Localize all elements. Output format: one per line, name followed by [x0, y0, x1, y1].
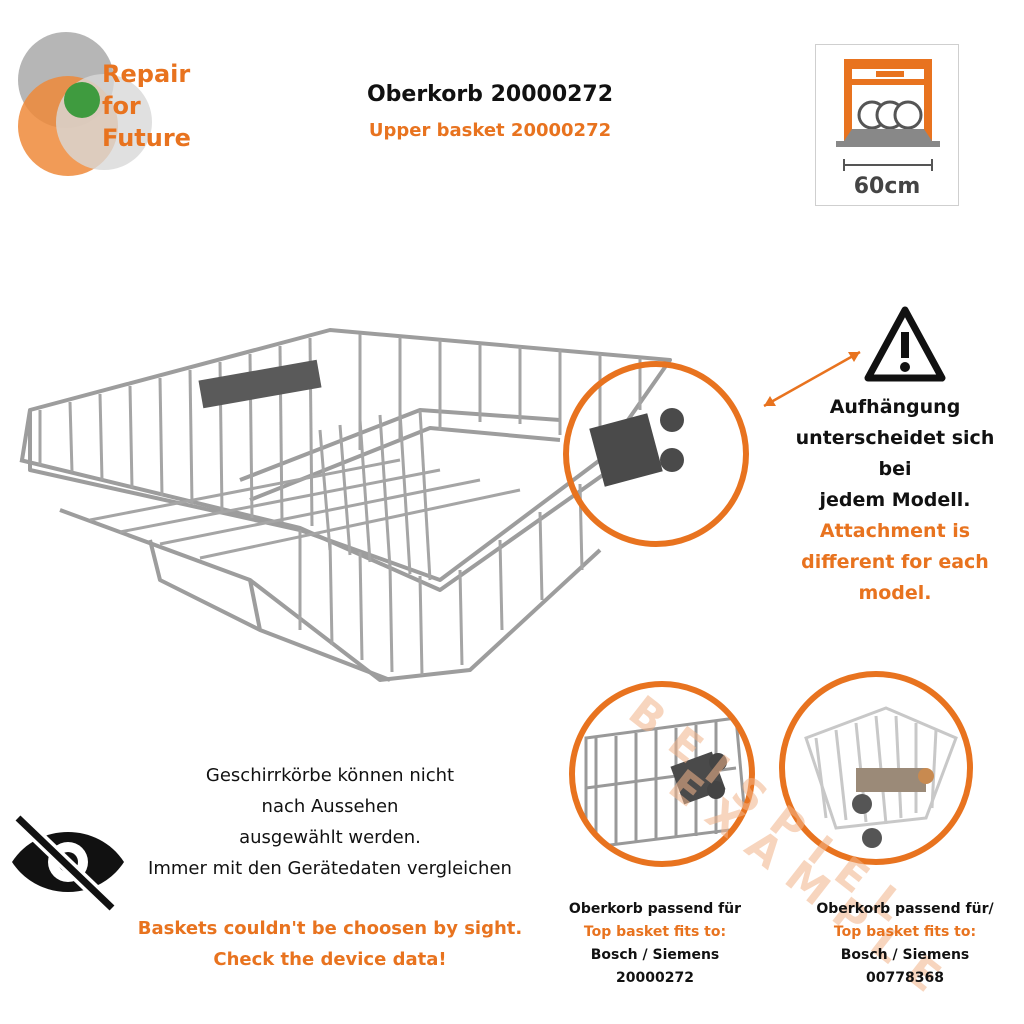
example-caption-2: Oberkorb passend für/ Top basket fits to…	[800, 898, 1010, 990]
page-subtitle: Upper basket 20000272	[368, 120, 612, 141]
example-caption-1: Oberkorb passend für Top basket fits to:…	[560, 898, 750, 990]
notice-de-line-3: ausgewählt werden.	[239, 827, 421, 848]
double-arrow-icon	[763, 350, 861, 408]
caption-2-line-1: Oberkorb passend für/	[816, 901, 994, 917]
attachment-warning: Aufhängung unterscheidet sich bei jedem …	[780, 392, 1010, 609]
selection-notice-en: Baskets couldn't be choosen by sight. Ch…	[130, 913, 530, 975]
warning-de-line-3: jedem Modell.	[819, 489, 971, 511]
notice-de-line-2: nach Aussehen	[261, 796, 399, 817]
warning-en-line-1: Attachment is	[819, 520, 971, 542]
warning-en-line-2: different for each	[801, 551, 989, 573]
notice-de-line-4: Immer mit den Gerätedaten vergleichen	[148, 858, 512, 879]
caption-2-line-4: 00778368	[866, 970, 944, 986]
example-basket-1-image	[569, 681, 755, 867]
upper-basket-image	[19, 328, 780, 682]
warning-en-line-3: model.	[858, 582, 932, 604]
brand-logo: Repair for Future	[18, 32, 208, 182]
globe-icon	[64, 82, 100, 118]
notice-en-line-1: Baskets couldn't be choosen by sight.	[137, 918, 523, 939]
warning-de-line-1: Aufhängung	[829, 396, 961, 418]
caption-1-line-3: Bosch / Siemens	[590, 947, 720, 963]
example-basket-2-image	[779, 671, 973, 865]
notice-de-line-1: Geschirrkörbe können nicht	[205, 765, 455, 786]
logo-line-3: Future	[102, 124, 191, 152]
size-label: 60cm	[854, 174, 921, 199]
dishwasher-size-badge: 60cm	[815, 44, 959, 206]
caption-1-line-2: Top basket fits to:	[583, 924, 727, 940]
dishwasher-icon: 60cm	[836, 59, 940, 199]
page-title: Oberkorb 20000272	[366, 82, 614, 107]
caption-2-line-2: Top basket fits to:	[833, 924, 977, 940]
warning-de-line-2: unterscheidet sich bei	[795, 427, 995, 480]
logo-line-2: for	[102, 92, 141, 120]
logo-line-1: Repair	[102, 60, 191, 88]
warning-icon	[864, 306, 946, 382]
selection-notice-de: Geschirrkörbe können nicht nach Aussehen…	[130, 760, 530, 884]
caption-1-line-4: 20000272	[616, 970, 694, 986]
caption-2-line-3: Bosch / Siemens	[840, 947, 970, 963]
caption-1-line-1: Oberkorb passend für	[568, 901, 742, 917]
crossed-eye-icon	[12, 812, 124, 912]
notice-en-line-2: Check the device data!	[213, 949, 447, 970]
